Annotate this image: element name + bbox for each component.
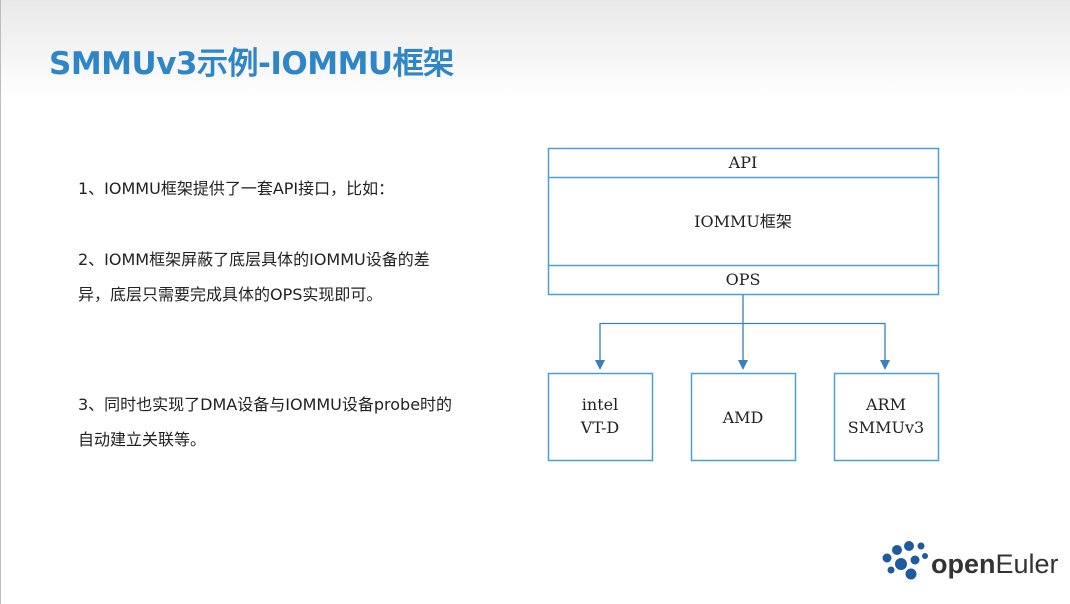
amd-box [690,372,797,462]
openeuler-logo-icon [882,541,928,580]
point-2-text: 2、IOMM框架屏蔽了底层具体的IOMMU设备的差异，底层只需要完成具体的OPS… [78,250,430,304]
logo-brand-bold: open [931,549,996,579]
slide-title: SMMUv3示例-IOMMU框架 [49,46,454,82]
ops-label: OPS [726,270,761,289]
point-1-text: 1、IOMMU框架提供了一套API接口，比如： [78,179,395,198]
intel-label-line2: VT-D [580,418,619,437]
arm-label-line1: ARM [865,395,906,414]
framework-label: IOMMU框架 [694,212,792,231]
intel-box [547,372,654,462]
intel-label-line1: intel [582,395,618,414]
api-label: API [728,153,758,172]
arm-label-line2: SMMUv3 [848,418,924,437]
framework-block [547,147,940,296]
point-3-text: 3、同时也实现了DMA设备与IOMMU设备probe时的自动建立关联等。 [78,395,453,449]
logo-brand-rest: Euler [995,549,1059,579]
arm-box [833,372,940,462]
openeuler-logo-text: openEuler [931,549,1059,580]
amd-label: AMD [722,408,764,427]
